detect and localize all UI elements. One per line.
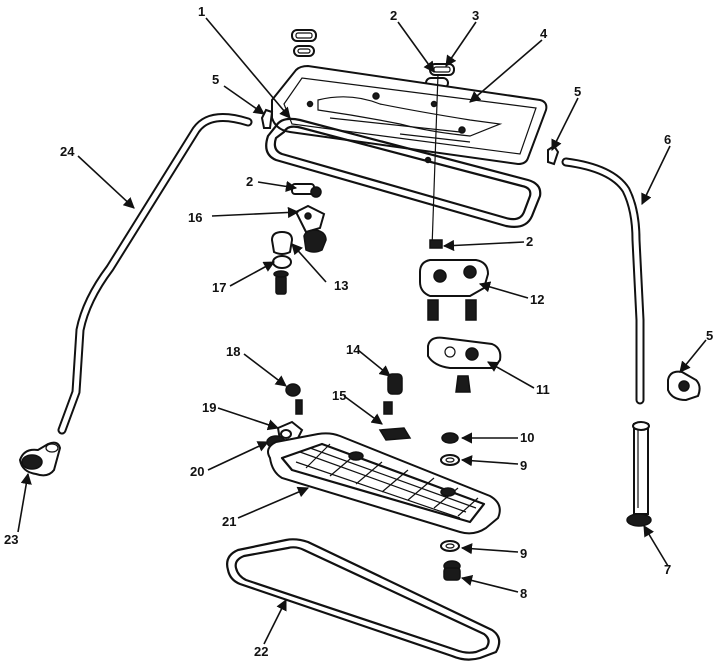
callout-24: 24 [60,144,75,159]
callout-5-right: 5 [574,84,581,99]
callout-17: 17 [212,280,226,295]
washer-part-9-upper [440,454,460,466]
callout-9-upper: 9 [520,458,527,473]
bracket-part-16 [294,204,326,234]
callout-21: 21 [222,514,236,529]
cover-gasket-part-1 [265,117,542,228]
callout-23: 23 [4,532,18,547]
leader-lines [17,17,707,645]
callout-3: 3 [472,8,479,23]
plug-part-14 [387,373,403,395]
callout-13: 13 [334,278,348,293]
callout-7: 7 [664,562,671,577]
callout-14: 14 [346,342,361,357]
plug-part-8 [443,560,461,581]
rocker-assembly-part-12 [419,259,490,321]
callout-12: 12 [530,292,544,307]
callout-9-lower: 9 [520,546,527,561]
callout-15: 15 [332,388,346,403]
callout-1: 1 [198,4,205,19]
base-gasket-part-22 [226,538,501,661]
long-bolt-part-2 [429,73,443,249]
callout-2-right: 2 [526,234,533,249]
grommet-pair-top [291,29,317,57]
spacer-part-17 [272,255,292,295]
callout-22: 22 [254,644,268,659]
callout-6: 6 [664,132,671,147]
elbow-fitting-part-23 [18,441,62,477]
callout-5-side: 5 [706,328,713,343]
baffle-plate-part-21 [267,432,501,535]
callout-2-bolt: 2 [246,174,253,189]
lever-part-11 [427,336,502,393]
clip-part-5-side [667,370,701,402]
breather-tube-part-6 [561,157,645,405]
callout-5-left: 5 [212,72,219,87]
callout-11: 11 [536,382,550,397]
breather-tube-part-24 [57,113,253,435]
washer-part-9-lower [440,540,460,552]
callout-8: 8 [520,586,527,601]
callout-16: 16 [188,210,202,225]
callout-labels: 1 2 3 4 5 5 6 24 2 16 2 13 17 12 5 11 18… [4,4,713,659]
grommet-part-13 [270,229,327,255]
valve-cover-part-4 [271,64,548,166]
callout-19: 19 [202,400,216,415]
callout-20: 20 [190,464,204,479]
callout-18: 18 [226,344,240,359]
washer-part-10 [441,432,459,444]
bolt-part-15 [378,401,412,441]
callout-2-top: 2 [390,8,397,23]
callout-10: 10 [520,430,534,445]
screw-part-18 [285,383,303,415]
bolt-part-2-upper [291,183,322,198]
callout-4: 4 [540,26,548,41]
oil-fill-tube-part-7 [626,421,652,527]
